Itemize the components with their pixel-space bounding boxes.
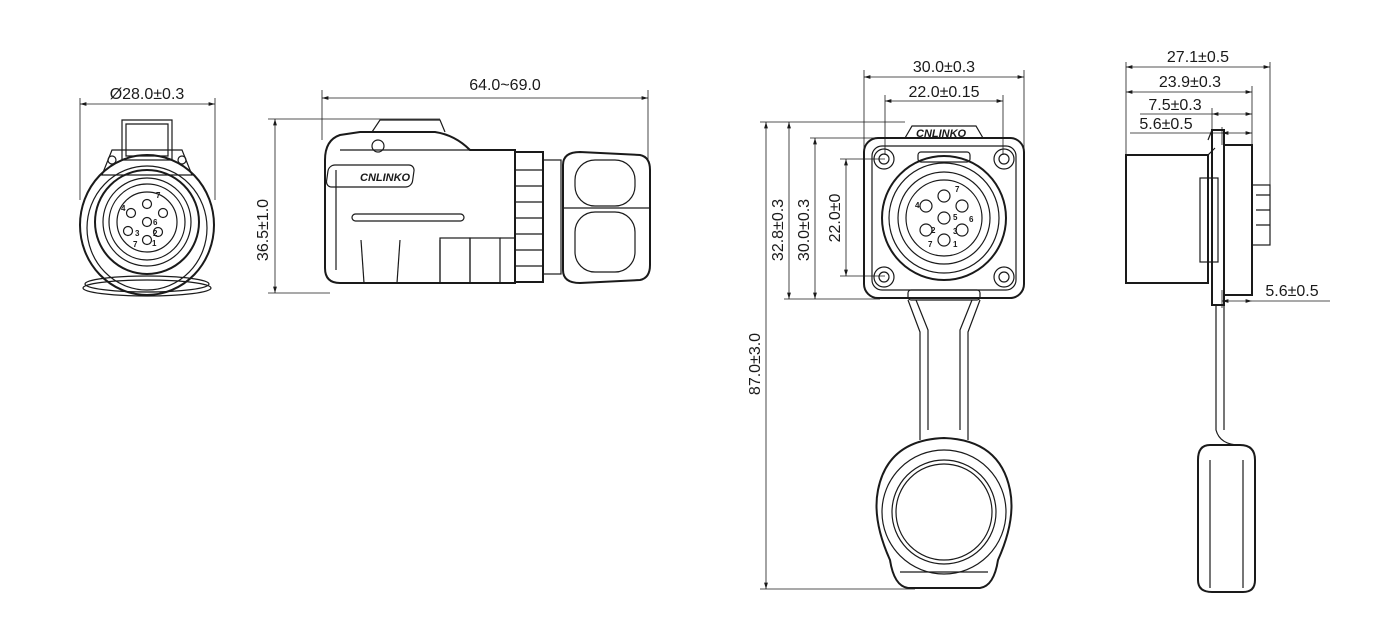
panel-height-mid-label: 30.0±0.3 (796, 199, 813, 261)
panel-pin-label: 4 (915, 201, 920, 210)
profile-depth-d-label: 5.6±0.5 (1139, 116, 1192, 133)
profile-view: 27.1±0.5 23.9±0.3 7.5±0.3 5.6±0.5 5.6±0.… (1125, 49, 1330, 593)
panel-height-inner-label: 22.0±0 (827, 193, 844, 242)
side-length-label: 64.0~69.0 (469, 77, 541, 94)
front-pin-label: 7 (133, 240, 138, 249)
front-diameter-label: Ø28.0±0.3 (110, 86, 185, 103)
panel-logo: CNLINKO (916, 128, 967, 140)
profile-depth-e-label: 5.6±0.5 (1265, 283, 1318, 300)
side-view: 64.0~69.0 36.5±1.0 CNLINKO (255, 77, 651, 294)
side-height-label: 36.5±1.0 (255, 199, 272, 261)
front-pin-label: 7 (156, 191, 161, 200)
profile-depth-c-label: 7.5±0.3 (1148, 97, 1201, 114)
side-logo: CNLINKO (360, 172, 411, 184)
panel-height-outer-label: 32.8±0.3 (770, 199, 787, 261)
panel-pin-label: 5 (953, 213, 958, 222)
front-pin-label: 4 (121, 204, 126, 213)
front-pin-label: 2 (153, 229, 158, 238)
panel-total-length-label: 87.0±3.0 (747, 333, 764, 395)
panel-width-inner-label: 22.0±0.15 (908, 84, 979, 101)
panel-view: 30.0±0.3 22.0±0.15 87.0±3.0 32.8±0.3 30.… (747, 59, 1025, 590)
panel-pin-label: 2 (931, 226, 936, 235)
panel-pin-label: 7 (928, 240, 933, 249)
panel-width-outer-label: 30.0±0.3 (913, 59, 975, 76)
panel-pin-label: 7 (955, 185, 960, 194)
front-pin-label: 3 (135, 229, 140, 238)
panel-pin-label: 1 (953, 240, 958, 249)
panel-pin-label: 6 (969, 215, 974, 224)
profile-depth-a-label: 27.1±0.5 (1167, 49, 1229, 66)
front-pin-label: 1 (152, 239, 157, 248)
panel-pin-label: 3 (953, 227, 958, 236)
front-pin-label: 6 (153, 218, 158, 227)
front-view: Ø28.0±0.3 7 4 6 3 2 1 7 (79, 86, 216, 297)
profile-depth-b-label: 23.9±0.3 (1159, 74, 1221, 91)
